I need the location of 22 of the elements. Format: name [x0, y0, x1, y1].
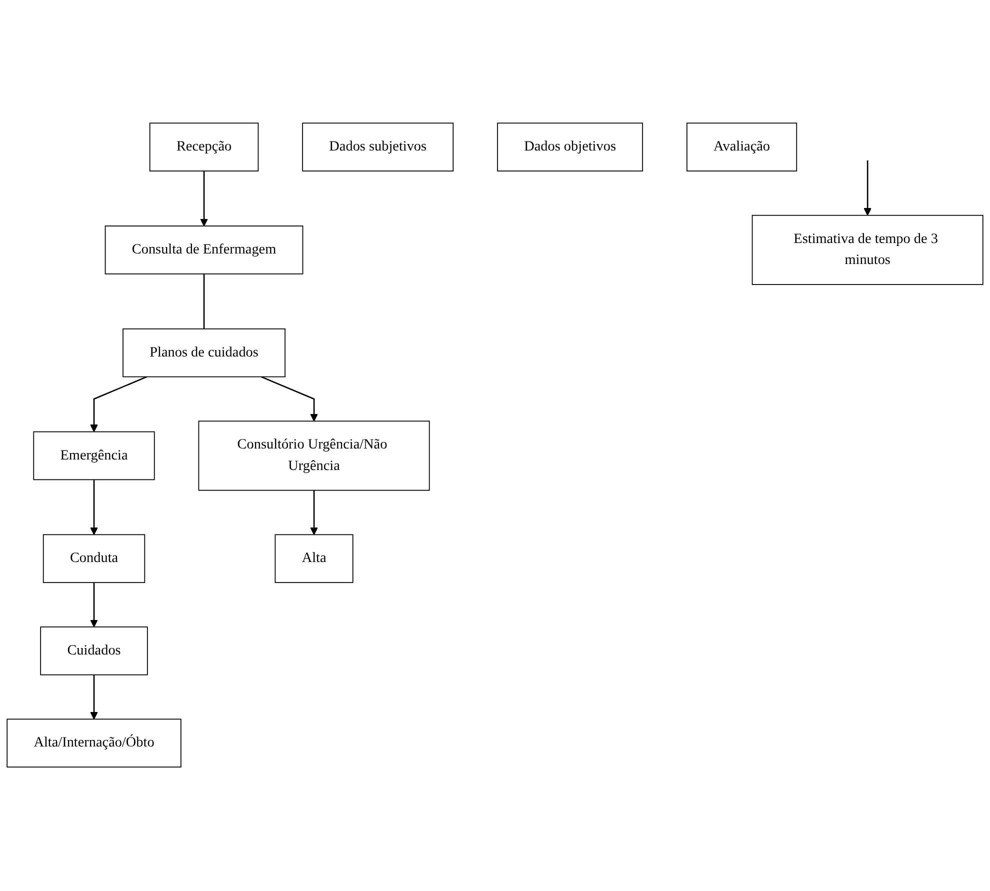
node-box: Conduta [42, 534, 146, 584]
node-box: Emergência [33, 432, 155, 481]
arrow [90, 480, 98, 536]
node-box: Alta [274, 534, 354, 584]
arrow [200, 171, 208, 227]
arrow [310, 490, 318, 536]
node-box: Recepção [149, 123, 259, 172]
node-box: Estimativa de tempo de 3 minutos [752, 215, 984, 286]
connector [203, 274, 205, 330]
arrow [864, 160, 872, 216]
arrow [90, 582, 98, 628]
node-box: Alta/Internação/Óbto [6, 719, 182, 768]
node-box: Dados objetivos [497, 123, 644, 172]
arrow [260, 376, 318, 422]
node-box: Cuidados [40, 626, 148, 676]
arrow [90, 376, 148, 433]
node-box: Avaliação [686, 123, 798, 172]
node-box: Consulta de Enfermagem [104, 226, 304, 275]
arrow [90, 675, 98, 720]
node-box: Consultório Urgência/Não Urgência [198, 421, 430, 492]
node-box: Dados subjetivos [302, 123, 454, 172]
node-box: Planos de cuidados [122, 328, 286, 378]
